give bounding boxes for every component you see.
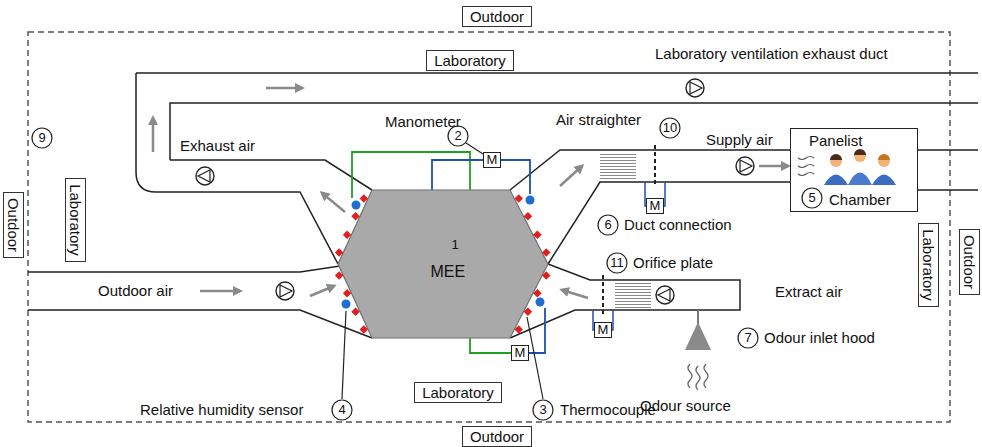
callout-number: 6 (604, 218, 611, 233)
callout-number: 11 (610, 256, 624, 271)
manometer-box: M (594, 322, 613, 338)
outdoor-box: Outdoor (462, 426, 532, 447)
laboratory-box: Laboratory (918, 223, 939, 307)
thermocouple (514, 194, 522, 202)
node-text: Outdoor (470, 428, 524, 445)
outdoor-box: Outdoor (462, 6, 532, 27)
thermocouple (351, 212, 359, 220)
annotation-label: Manometer (385, 113, 461, 130)
callout-number: 2 (454, 129, 461, 144)
annotation-label: Relative humidity sensor (140, 401, 303, 418)
thermocouple (514, 325, 522, 333)
annotation-label: Thermocouple (560, 401, 656, 418)
duct-walls (28, 73, 978, 338)
thermocouple (533, 289, 541, 297)
callout-circles (32, 118, 822, 420)
orifice-plate (654, 145, 656, 187)
boundary (28, 32, 950, 422)
annotation-label: Exhaust air (180, 137, 255, 154)
exchanger-body (338, 190, 548, 338)
air-straightener (615, 283, 651, 308)
callout-number: 7 (744, 331, 751, 346)
manometer-box: M (483, 152, 502, 168)
node-text: M (515, 345, 526, 360)
fan (656, 286, 674, 304)
annotation-label: Duct connection (624, 216, 732, 233)
panelists (798, 149, 896, 185)
callout-number: 1 (451, 238, 458, 253)
node-text: Laboratory (422, 384, 494, 401)
node-text: Chamber (829, 191, 891, 208)
callout-number: 3 (539, 403, 546, 418)
fan (276, 282, 294, 300)
hood-pipe (697, 310, 699, 324)
thermocouple (360, 325, 368, 333)
node-text: Panelist (809, 132, 862, 149)
annotation-label: Air straighter (556, 111, 641, 128)
node-text: MEE (431, 263, 466, 281)
annotation-label: Outdoor air (98, 282, 173, 299)
node-text: M (650, 198, 661, 213)
annotation-label: Laboratory ventilation exhaust duct (655, 45, 888, 62)
thermocouple (542, 271, 550, 279)
thermocouple (524, 308, 532, 316)
air-straightener (600, 153, 636, 180)
thermocouple (335, 271, 343, 279)
annotation-label: Extract air (775, 283, 843, 300)
thermocouple (343, 230, 351, 238)
callout-number: 10 (663, 121, 677, 136)
thermocouple (524, 212, 532, 220)
thermocouple (335, 248, 343, 256)
fan (736, 157, 754, 175)
orifice-plate (602, 275, 604, 315)
node-text: M (487, 152, 498, 167)
callout-number: 4 (338, 403, 345, 418)
node-text: M (598, 322, 609, 337)
fan (686, 79, 704, 97)
membrane-energy-exchanger: MEE (338, 190, 548, 338)
laboratory-box: Laboratory (65, 178, 86, 262)
annotation-label: Odour inlet hood (764, 329, 875, 346)
annotation-label: Supply air (706, 131, 773, 148)
outdoor-box: Outdoor (959, 229, 980, 295)
node-text: Outdoor (961, 235, 978, 289)
node-text: Laboratory (434, 52, 506, 69)
thermocouple (533, 230, 541, 238)
manometer-box: M (511, 345, 530, 361)
node-text: Laboratory (920, 229, 937, 301)
callout-number: 9 (38, 131, 45, 146)
odour-hood (685, 322, 711, 350)
thermocouple (360, 194, 368, 202)
node-text: Laboratory (67, 184, 84, 256)
manometer-box: M (646, 198, 665, 214)
node-text: Outdoor (5, 198, 22, 252)
callout-number: 5 (808, 191, 815, 206)
laboratory-box: Laboratory (426, 50, 514, 71)
thermocouple (351, 308, 359, 316)
node-text: Outdoor (470, 8, 524, 25)
thermocouple (542, 248, 550, 256)
laboratory-box: Laboratory (414, 382, 502, 403)
outdoor-box: Outdoor (3, 192, 24, 258)
fan (196, 167, 214, 185)
annotation-label: Orifice plate (633, 254, 713, 271)
odour-waves (688, 364, 708, 390)
thermocouple (343, 289, 351, 297)
